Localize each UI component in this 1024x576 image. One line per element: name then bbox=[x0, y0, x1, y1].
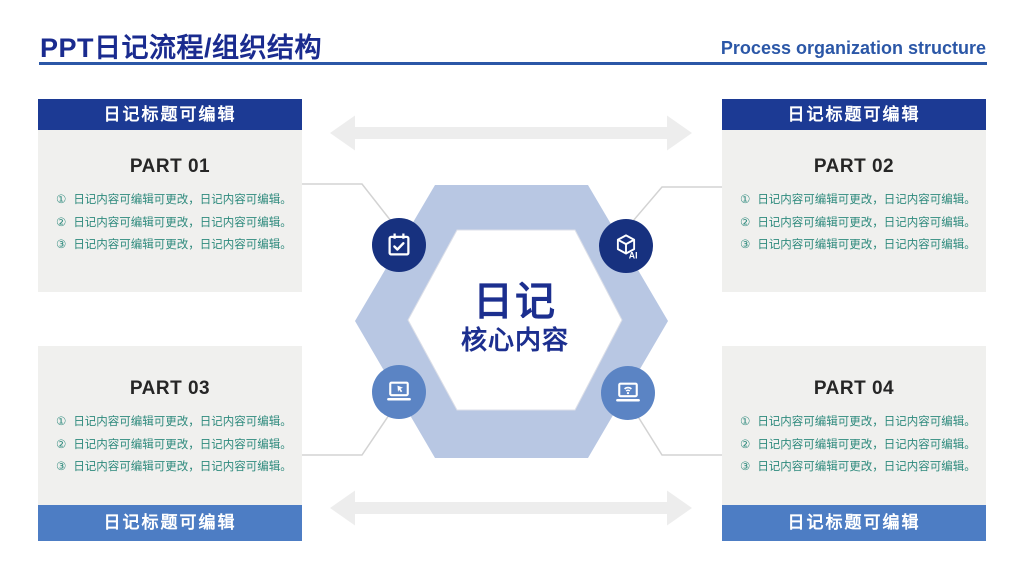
list-item: ① 日记内容可编辑可更改，日记内容可编辑。 bbox=[740, 411, 978, 434]
title-divider bbox=[39, 62, 987, 65]
center-subtitle: 核心内容 bbox=[460, 325, 569, 355]
hexagon-inner bbox=[407, 229, 623, 411]
list-item: ② 日记内容可编辑可更改，日记内容可编辑。 bbox=[56, 434, 294, 457]
node-laptop-wifi bbox=[601, 366, 655, 420]
node-calendar bbox=[372, 218, 426, 272]
laptop-cursor-icon bbox=[387, 381, 411, 401]
list-item: ② 日记内容可编辑可更改，日记内容可编辑。 bbox=[56, 212, 294, 235]
list-item: ③ 日记内容可编辑可更改，日记内容可编辑。 bbox=[56, 456, 294, 479]
item-text: 日记内容可编辑可更改，日记内容可编辑。 bbox=[757, 239, 976, 251]
node-ai-cube: AI bbox=[599, 219, 653, 273]
panel-03-body: PART 03 ① 日记内容可编辑可更改，日记内容可编辑。 ② 日记内容可编辑可更改… bbox=[38, 346, 302, 505]
panel-04-title: 日记标题可编辑 bbox=[787, 513, 921, 532]
item-number: ① bbox=[740, 194, 751, 206]
node-laptop-cursor bbox=[372, 365, 426, 419]
item-text: 日记内容可编辑可更改，日记内容可编辑。 bbox=[73, 461, 292, 473]
item-text: 日记内容可编辑可更改，日记内容可编辑。 bbox=[757, 461, 976, 473]
panel-02-items: ① 日记内容可编辑可更改，日记内容可编辑。 ② 日记内容可编辑可更改，日记内容可编辑… bbox=[722, 189, 986, 257]
item-text: 日记内容可编辑可更改，日记内容可编辑。 bbox=[73, 216, 292, 229]
list-item: ① 日记内容可编辑可更改，日记内容可编辑。 bbox=[740, 189, 978, 212]
panel-01-title-bar: 日记标题可编辑 bbox=[38, 99, 302, 130]
item-number: ① bbox=[56, 416, 67, 428]
panel-01-heading: PART 01 bbox=[129, 156, 211, 177]
center-text: 日记 核心内容 bbox=[408, 280, 622, 356]
panel-02-title: 日记标题可编辑 bbox=[787, 105, 921, 124]
connector-lines bbox=[302, 183, 722, 456]
panel-01-items: ① 日记内容可编辑可更改，日记内容可编辑。 ② 日记内容可编辑可更改，日记内容可编辑… bbox=[38, 189, 302, 257]
item-text: 日记内容可编辑可更改，日记内容可编辑。 bbox=[757, 216, 976, 229]
item-number: ③ bbox=[56, 239, 67, 251]
item-number: ③ bbox=[740, 461, 751, 473]
double-arrow-top bbox=[330, 115, 692, 151]
panel-part-04: PART 04 ① 日记内容可编辑可更改，日记内容可编辑。 ② 日记内容可编辑可更改… bbox=[722, 346, 986, 541]
panel-part-02: 日记标题可编辑 PART 02 ① 日记内容可编辑可更改，日记内容可编辑。 ② 日记… bbox=[722, 99, 986, 292]
item-number: ① bbox=[56, 194, 67, 206]
ai-cube-icon: AI bbox=[616, 234, 638, 260]
item-text: 日记内容可编辑可更改，日记内容可编辑。 bbox=[757, 194, 976, 206]
panel-part-03: PART 03 ① 日记内容可编辑可更改，日记内容可编辑。 ② 日记内容可编辑可更改… bbox=[38, 346, 302, 541]
panel-02-title-bar: 日记标题可编辑 bbox=[722, 99, 986, 130]
panel-part-01: 日记标题可编辑 PART 01 ① 日记内容可编辑可更改，日记内容可编辑。 ② 日记… bbox=[38, 99, 302, 292]
panel-02-heading: PART 02 bbox=[813, 156, 895, 177]
panel-04-body: PART 04 ① 日记内容可编辑可更改，日记内容可编辑。 ② 日记内容可编辑可更改… bbox=[722, 346, 986, 505]
list-item: ③ 日记内容可编辑可更改，日记内容可编辑。 bbox=[740, 234, 978, 257]
panel-03-heading: PART 03 bbox=[129, 378, 211, 399]
laptop-wifi-icon bbox=[616, 382, 640, 402]
slide-subtitle: Process organization structure bbox=[720, 38, 986, 58]
list-item: ① 日记内容可编辑可更改，日记内容可编辑。 bbox=[56, 189, 294, 212]
item-number: ③ bbox=[740, 239, 751, 251]
panel-04-title-bar: 日记标题可编辑 bbox=[722, 505, 986, 541]
double-arrow-bottom bbox=[330, 490, 692, 526]
item-text: 日记内容可编辑可更改，日记内容可编辑。 bbox=[73, 416, 292, 428]
item-text: 日记内容可编辑可更改，日记内容可编辑。 bbox=[73, 438, 292, 451]
center-title: 日记 bbox=[473, 280, 557, 324]
item-text: 日记内容可编辑可更改，日记内容可编辑。 bbox=[757, 438, 976, 451]
panel-04-items: ① 日记内容可编辑可更改，日记内容可编辑。 ② 日记内容可编辑可更改，日记内容可编辑… bbox=[722, 411, 986, 479]
list-item: ② 日记内容可编辑可更改，日记内容可编辑。 bbox=[740, 212, 978, 235]
list-item: ② 日记内容可编辑可更改，日记内容可编辑。 bbox=[740, 434, 978, 457]
item-number: ③ bbox=[56, 461, 67, 473]
item-number: ② bbox=[56, 438, 67, 451]
panel-03-title-bar: 日记标题可编辑 bbox=[38, 505, 302, 541]
ai-label: AI bbox=[629, 250, 638, 260]
item-number: ① bbox=[740, 416, 751, 428]
item-number: ② bbox=[56, 216, 67, 229]
panel-03-items: ① 日记内容可编辑可更改，日记内容可编辑。 ② 日记内容可编辑可更改，日记内容可编辑… bbox=[38, 411, 302, 479]
item-text: 日记内容可编辑可更改，日记内容可编辑。 bbox=[73, 194, 292, 206]
panel-04-heading: PART 04 bbox=[813, 378, 895, 399]
item-number: ② bbox=[740, 438, 751, 451]
panel-02-body: PART 02 ① 日记内容可编辑可更改，日记内容可编辑。 ② 日记内容可编辑可更改… bbox=[722, 130, 986, 292]
slide-title: PPT日记流程/组织结构 bbox=[40, 33, 323, 63]
panel-03-title: 日记标题可编辑 bbox=[103, 513, 237, 532]
panel-01-body: PART 01 ① 日记内容可编辑可更改，日记内容可编辑。 ② 日记内容可编辑可更改… bbox=[38, 130, 302, 292]
list-item: ③ 日记内容可编辑可更改，日记内容可编辑。 bbox=[740, 456, 978, 479]
item-text: 日记内容可编辑可更改，日记内容可编辑。 bbox=[757, 416, 976, 428]
item-number: ② bbox=[740, 216, 751, 229]
item-text: 日记内容可编辑可更改，日记内容可编辑。 bbox=[73, 239, 292, 251]
panel-01-title: 日记标题可编辑 bbox=[103, 105, 237, 124]
list-item: ① 日记内容可编辑可更改，日记内容可编辑。 bbox=[56, 411, 294, 434]
calendar-check-icon bbox=[388, 233, 410, 256]
list-item: ③ 日记内容可编辑可更改，日记内容可编辑。 bbox=[56, 234, 294, 257]
